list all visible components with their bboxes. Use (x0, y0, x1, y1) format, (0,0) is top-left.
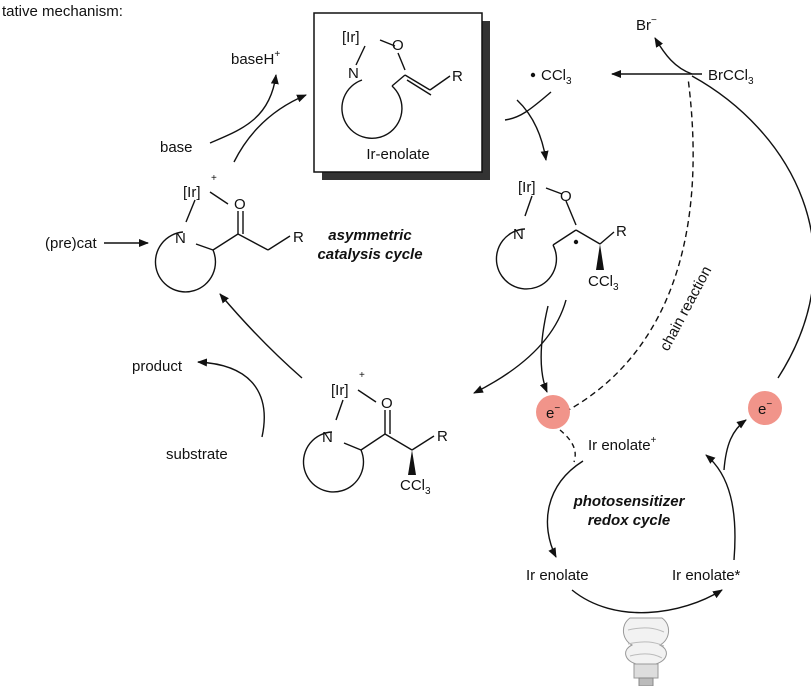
arrow-ccl3-in (504, 91, 552, 121)
atom-ir-right: [Ir] (518, 179, 536, 196)
label-product: product (132, 358, 183, 375)
label-base-h: baseH+ (231, 49, 280, 68)
atom-n-bottom: N (322, 429, 333, 446)
label-ir-enolate-star: Ir enolate* (672, 567, 741, 584)
atom-ir-bottom: [Ir] (331, 382, 349, 399)
atom-n-left: N (175, 230, 186, 247)
line-electron-to-brccl3 (691, 75, 811, 379)
atom-n-box: N (348, 65, 359, 82)
electron-left-circle (536, 395, 570, 429)
arrow-cycle-top-left (233, 94, 307, 163)
atom-r-box: R (452, 68, 463, 85)
arrow-plus-to-enolate (546, 460, 584, 558)
atom-r-bottom: R (437, 428, 448, 445)
atom-ir-left: [Ir] (183, 184, 201, 201)
label-catalysis-cycle: catalysis cycle (317, 246, 422, 263)
product-complex-structure: [Ir] + O N R CCl3 (302, 370, 448, 497)
arrow-cycle-top-right (516, 99, 549, 161)
atom-r-left: R (293, 229, 304, 246)
group-ccl3-right: CCl3 (588, 273, 619, 293)
electron-left-label: e− (546, 403, 560, 422)
charge-plus-left: + (211, 173, 217, 184)
label-ir-enolate: Ir enolate (526, 567, 589, 584)
atom-n-right: N (513, 226, 524, 243)
atom-ir-box: [Ir] (342, 29, 360, 46)
arrow-radical-to-electron (539, 305, 549, 393)
arrow-br-out (654, 37, 693, 75)
label-base: base (160, 139, 193, 156)
ir-cation-structure: [Ir] + O N R (154, 173, 304, 293)
line-chain-dashed (564, 77, 694, 413)
arrow-substrate-product (197, 358, 265, 438)
label-ir-enolate-plus: Ir enolate+ (588, 435, 657, 454)
arrow-star-to-plus (705, 454, 736, 561)
arrow-star-to-electron (723, 419, 747, 471)
arrow-enolate-to-star (571, 589, 723, 614)
label-chain-reaction: chain reaction (657, 263, 716, 353)
arrow-cycle-right (473, 299, 567, 394)
label-precat: (pre)cat (45, 235, 98, 252)
box-caption: Ir-enolate (366, 146, 429, 163)
label-brccl3: BrCCl3 (708, 67, 754, 87)
arrow-cycle-left (219, 293, 303, 379)
atom-r-right: R (616, 223, 627, 240)
electron-right-label: e− (758, 399, 772, 418)
electron-right-circle (748, 391, 782, 425)
ir-enolate-structure: [Ir] O N R (341, 29, 463, 139)
label-substrate: substrate (166, 446, 228, 463)
charge-plus-bottom: + (359, 370, 365, 381)
label-asymmetric: asymmetric (328, 227, 412, 244)
line-electron-dashed-to-ir (559, 429, 576, 463)
label-photosensitizer: photosensitizer (573, 493, 686, 510)
atom-o-right: O (560, 188, 572, 205)
radical-dot (530, 72, 536, 78)
label-redox-cycle: redox cycle (588, 512, 671, 529)
label-br-minus: Br− (636, 15, 657, 34)
arrow-base-in (209, 74, 279, 144)
atom-o-bottom: O (381, 395, 393, 412)
group-ccl3-bottom: CCl3 (400, 477, 431, 497)
light-bulb-icon (623, 617, 669, 686)
radical-intermediate-structure: [Ir] O N R CCl3 (495, 179, 627, 293)
header-text: tative mechanism: (2, 3, 123, 20)
atom-o-left: O (234, 196, 246, 213)
atom-o-box: O (392, 37, 404, 54)
label-ccl3-radical: CCl3 (541, 67, 572, 87)
